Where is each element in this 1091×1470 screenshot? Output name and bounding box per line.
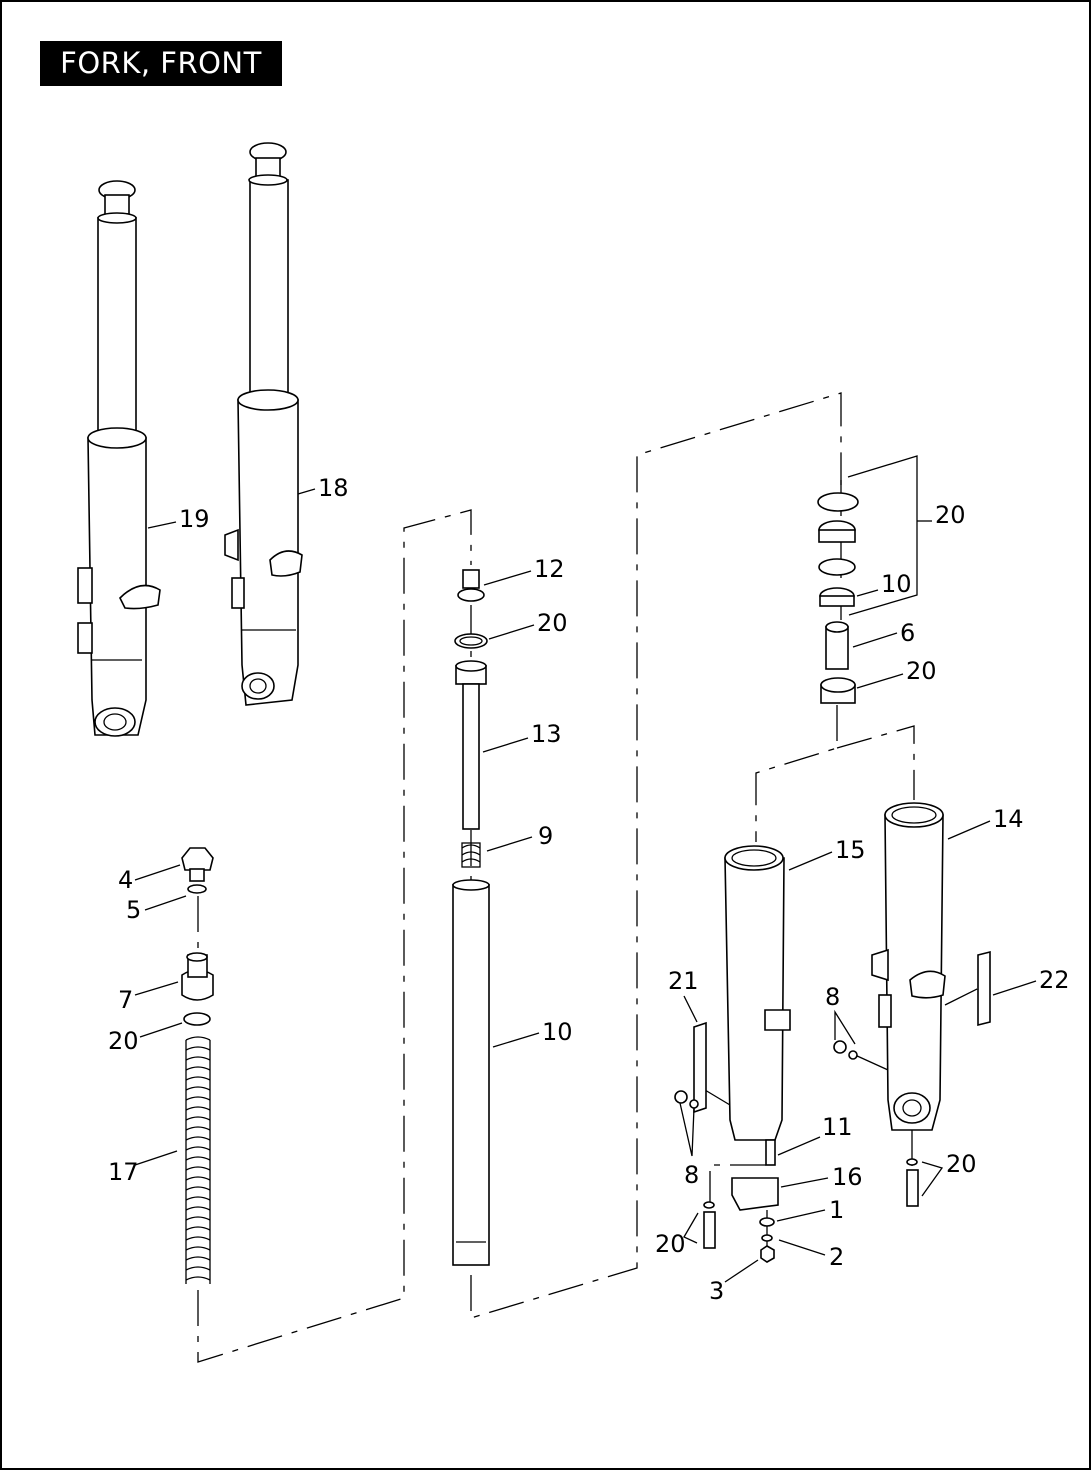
callout-8-right: 8 xyxy=(825,983,840,1011)
callout-20-seal-kit: 20 xyxy=(935,501,966,529)
callout-11: 11 xyxy=(822,1113,853,1141)
callout-12: 12 xyxy=(534,555,565,583)
callout-17: 17 xyxy=(108,1158,139,1186)
callout-9: 9 xyxy=(538,822,553,850)
callout-4: 4 xyxy=(118,866,133,894)
leader-lines xyxy=(134,455,1037,1283)
callout-numbers: 19 18 12 20 13 9 10 4 5 7 20 17 20 10 6 … xyxy=(108,474,1070,1305)
callout-15: 15 xyxy=(835,836,866,864)
assembly-line-right-2 xyxy=(836,725,915,800)
assembly-line-middle xyxy=(470,392,842,1319)
callout-19: 19 xyxy=(179,505,210,533)
seal-stack xyxy=(817,492,859,704)
callout-1: 1 xyxy=(829,1196,844,1224)
callout-16: 16 xyxy=(832,1163,863,1191)
diagram-title: FORK, FRONT xyxy=(40,41,282,86)
callout-7: 7 xyxy=(118,986,133,1014)
callout-2: 2 xyxy=(829,1243,844,1271)
callout-8-left: 8 xyxy=(684,1161,699,1189)
callout-3: 3 xyxy=(709,1277,724,1305)
fork-spring xyxy=(185,1036,211,1284)
lower-leg-15 xyxy=(724,845,791,1211)
fork-cap-stack xyxy=(181,847,214,1026)
callout-20-bolt-left: 20 xyxy=(655,1230,686,1258)
callout-20-washer: 20 xyxy=(108,1027,139,1055)
fork-assembly-right xyxy=(224,142,303,706)
assembly-line-right xyxy=(755,705,838,842)
callout-20-bolt-right: 20 xyxy=(946,1150,977,1178)
damper-parts xyxy=(452,569,490,1266)
callout-14: 14 xyxy=(993,805,1024,833)
assembly-line-left xyxy=(197,509,472,1363)
callout-20-oring: 20 xyxy=(537,609,568,637)
callout-5: 5 xyxy=(126,896,141,924)
callout-20-bushing: 20 xyxy=(906,657,937,685)
callout-10-bushing: 10 xyxy=(881,570,912,598)
callout-10-tube: 10 xyxy=(542,1018,573,1046)
small-hardware xyxy=(674,950,991,1263)
callout-21: 21 xyxy=(668,967,699,995)
callout-6: 6 xyxy=(900,619,915,647)
fork-assembly-left xyxy=(77,180,161,737)
callout-13: 13 xyxy=(531,720,562,748)
lower-leg-14 xyxy=(871,802,946,1131)
callout-18: 18 xyxy=(318,474,349,502)
callout-22: 22 xyxy=(1039,966,1070,994)
